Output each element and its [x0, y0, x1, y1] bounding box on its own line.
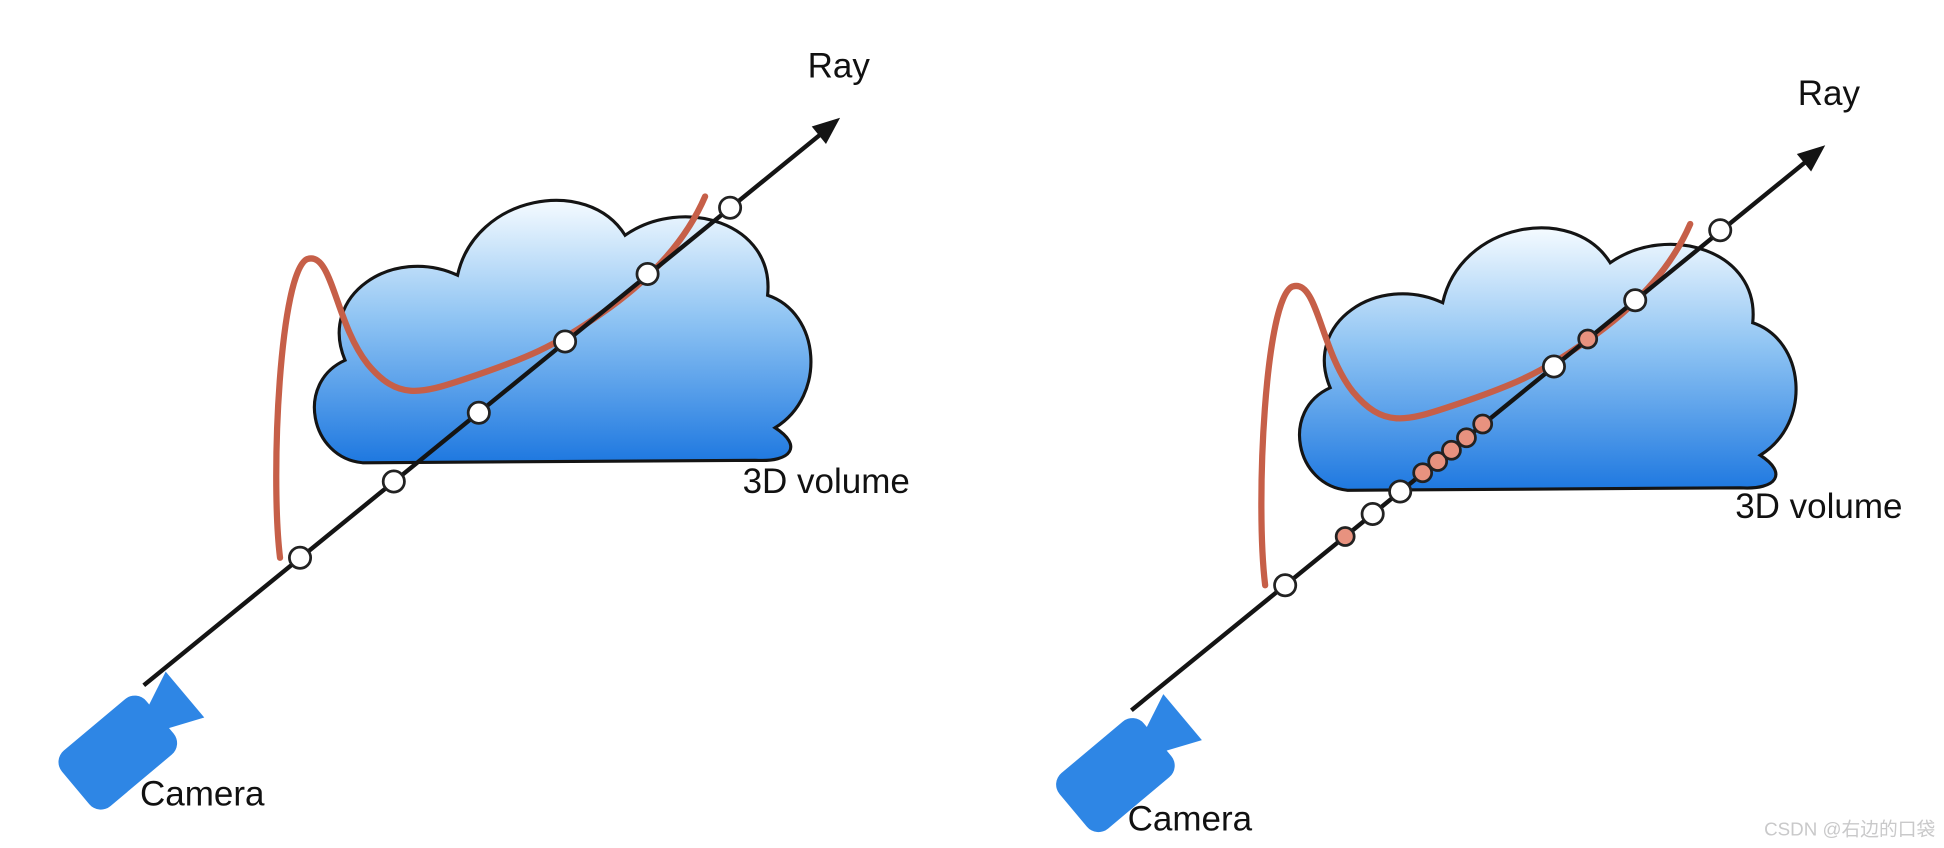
sample-dot-white	[718, 195, 743, 220]
sample-dot-orange	[1334, 526, 1356, 547]
sample-dot-white	[1273, 573, 1298, 598]
sample-dot-white	[1360, 502, 1385, 527]
sample-dot-orange	[1456, 427, 1477, 449]
camera-label: Camera	[140, 774, 265, 813]
sample-dot-white	[466, 400, 491, 425]
panel-uniform-sampling: Ray 3D volume Camera	[52, 47, 910, 816]
volume-label: 3D volume	[1735, 487, 1902, 526]
panel-importance-sampling: Ray 3D volume Camera	[1049, 74, 1903, 838]
sample-dot-orange	[1427, 451, 1449, 472]
volume-label: 3D volume	[743, 462, 910, 501]
sample-dot-white	[1708, 218, 1733, 243]
sample-dot-white	[635, 261, 660, 286]
sample-dot-white	[288, 545, 313, 570]
ray-label: Ray	[808, 47, 871, 86]
camera-label: Camera	[1128, 799, 1253, 838]
watermark: CSDN @右边的口袋	[1764, 818, 1935, 839]
sample-dot-orange	[1412, 462, 1434, 484]
sample-dot-orange	[1577, 328, 1599, 350]
sample-dot-white	[1623, 288, 1648, 313]
ray-arrowhead-icon	[811, 117, 841, 144]
sample-dot-white	[553, 329, 578, 354]
ray-arrowhead-icon	[1796, 145, 1826, 172]
sample-dots-importance	[1273, 218, 1733, 598]
sample-dot-orange	[1441, 439, 1462, 461]
sample-dots-uniform	[288, 195, 743, 570]
sample-dot-orange	[1472, 413, 1494, 435]
sample-dot-white	[1541, 354, 1566, 379]
ray-label: Ray	[1798, 74, 1861, 113]
sample-dot-white	[1388, 479, 1413, 504]
sample-dot-white	[381, 469, 406, 494]
